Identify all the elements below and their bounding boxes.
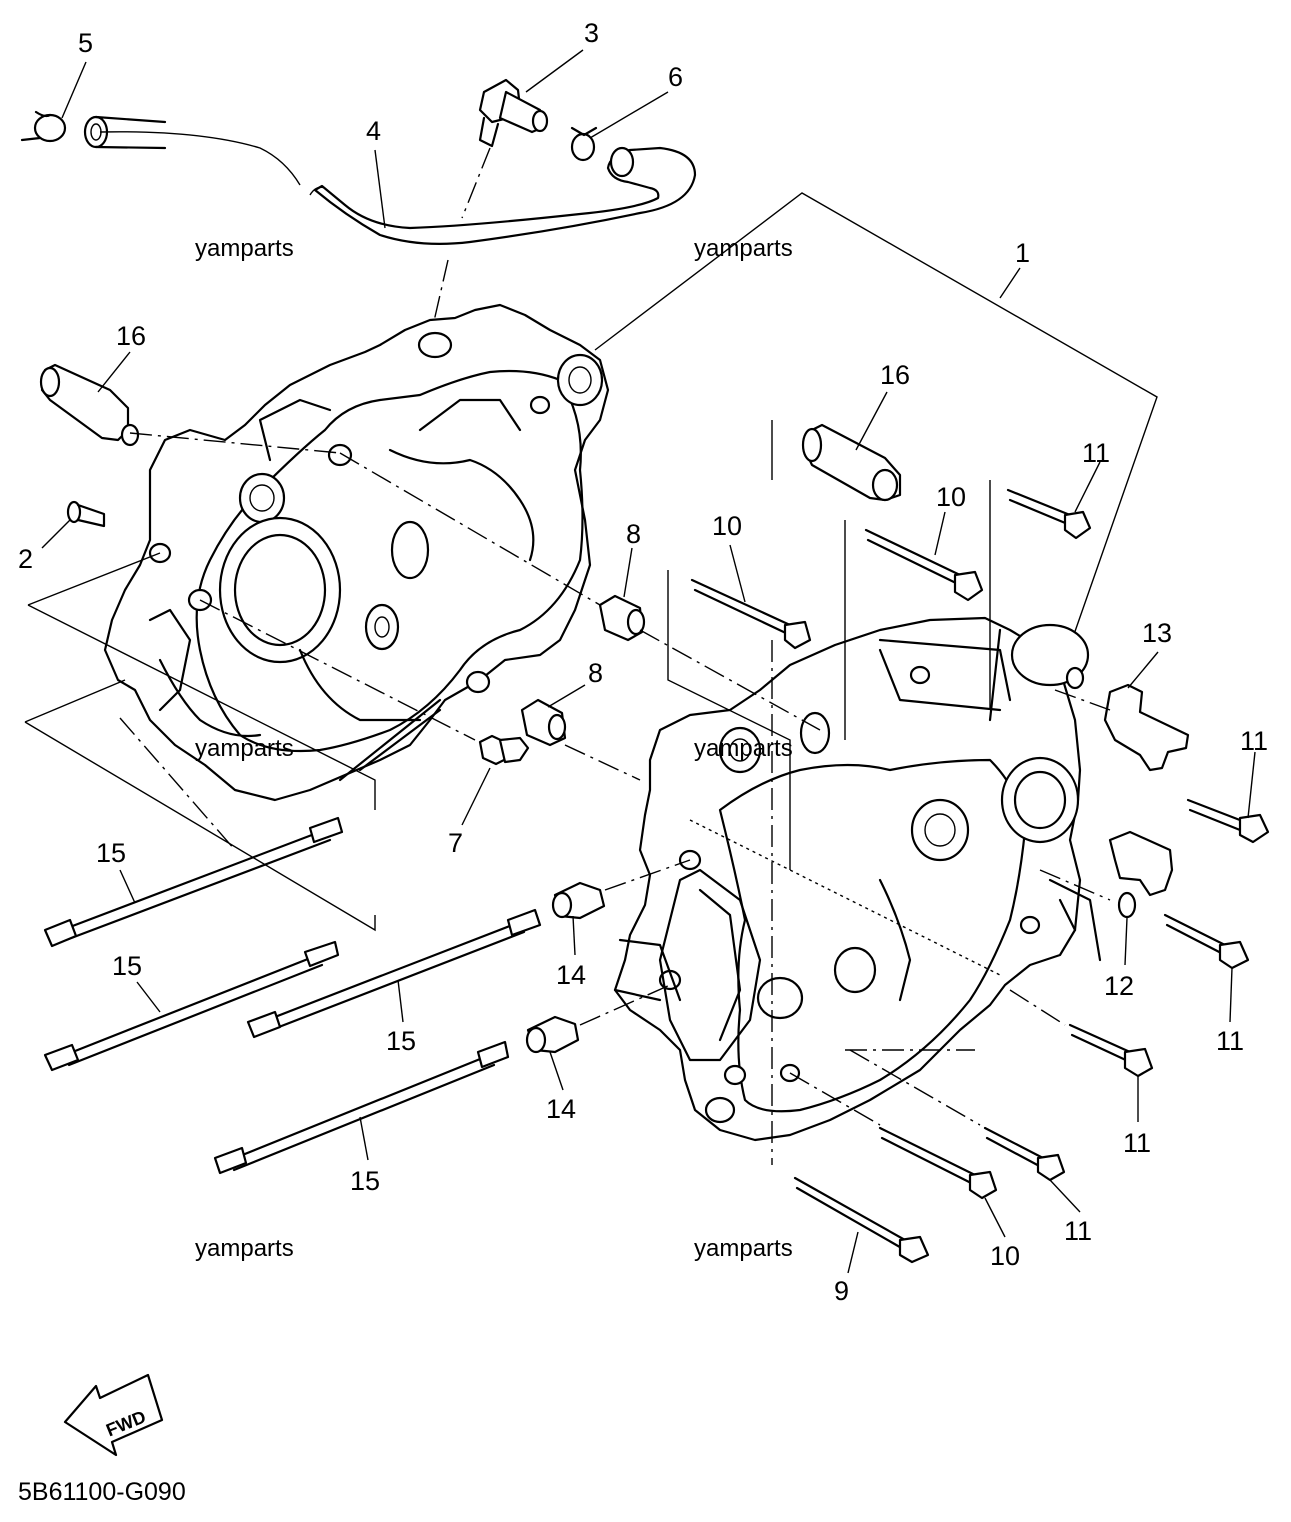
callout-12: 12 [1104, 971, 1134, 1001]
stud-15-c [246, 908, 542, 1039]
callout-16-right: 16 [880, 360, 910, 390]
watermark: yamparts [694, 1235, 793, 1262]
hose-clip-5 [20, 110, 67, 143]
bolt-11-right-b [1163, 913, 1250, 970]
stud-15-a [43, 816, 344, 948]
callout-11-mid: 11 [1123, 1128, 1151, 1158]
stud-15-b [43, 940, 340, 1072]
dowel-16-left [39, 363, 140, 447]
callout-14-lower: 14 [546, 1094, 576, 1124]
callout-11-right-b: 11 [1216, 1026, 1244, 1056]
diagram-code: 5B61100-G090 [18, 1478, 186, 1506]
breather-joint-3 [478, 78, 549, 148]
bolt-11-low [983, 1126, 1066, 1182]
bolt-9 [793, 1176, 930, 1264]
callout-2: 2 [18, 544, 33, 574]
watermark: yamparts [195, 735, 294, 762]
callout-6: 6 [668, 62, 683, 92]
watermarks: yamparts yamparts yamparts yamparts yamp… [195, 235, 793, 1262]
alignment-lines [24, 420, 1111, 1165]
callout-7: 7 [448, 828, 463, 858]
callout-4: 4 [366, 116, 381, 146]
dowel-8-lower [520, 698, 567, 747]
stud-15-d [213, 1040, 510, 1175]
leader-lines [41, 49, 1256, 1274]
callout-13: 13 [1142, 618, 1172, 648]
callout-11-top: 11 [1082, 438, 1110, 468]
callout-5: 5 [78, 28, 93, 58]
plug-7 [478, 734, 530, 766]
callout-14-upper: 14 [556, 960, 586, 990]
dowel-14-lower [525, 1015, 580, 1054]
crankcase-right-half [613, 616, 1102, 1142]
clamp-13 [1103, 683, 1190, 772]
fasteners [39, 363, 1270, 1264]
dowel-8-upper [598, 594, 646, 642]
part-1-bracket [594, 192, 1158, 641]
bolt-10-a [690, 578, 812, 650]
callout-10-a: 10 [712, 511, 742, 541]
breather-hose-assembly [20, 78, 697, 331]
callout-labels: 1 2 3 4 5 6 7 8 8 9 10 10 10 10 11 11 11… [18, 18, 1268, 1306]
callout-8-lower: 8 [588, 658, 603, 688]
callout-9: 9 [834, 1276, 849, 1306]
watermark: yamparts [195, 235, 294, 262]
callout-11-right-a: 11 [1240, 726, 1268, 756]
callout-15-d: 15 [350, 1166, 380, 1196]
watermark: yamparts [694, 735, 793, 762]
callout-3: 3 [584, 18, 599, 48]
callout-10-b: 10 [936, 482, 966, 512]
hose-clip-6 [570, 126, 598, 162]
clamp-12 [1108, 830, 1174, 919]
callout-10-c: 10 [990, 1241, 1020, 1271]
callout-15-b: 15 [112, 951, 142, 981]
crankcase-left-half [103, 303, 610, 802]
dowel-16-right [801, 423, 902, 502]
bolt-11-top [1006, 488, 1092, 540]
callout-15-c: 15 [386, 1026, 416, 1056]
callout-15-a: 15 [96, 838, 126, 868]
callout-16-left: 16 [116, 321, 146, 351]
dowel-14-upper [551, 881, 606, 920]
bolt-11-right-a [1186, 798, 1270, 844]
callout-11-low: 11 [1064, 1216, 1092, 1246]
watermark: yamparts [195, 1235, 294, 1262]
bolt-10-c [878, 1126, 998, 1200]
fwd-arrow-icon: FWD [63, 1373, 164, 1457]
watermark: yamparts [694, 235, 793, 262]
screw-2 [66, 500, 106, 528]
callout-1: 1 [1015, 238, 1030, 268]
callout-8-upper: 8 [626, 519, 641, 549]
bolt-10-b [864, 528, 984, 602]
bolt-11-mid [1068, 1023, 1154, 1078]
